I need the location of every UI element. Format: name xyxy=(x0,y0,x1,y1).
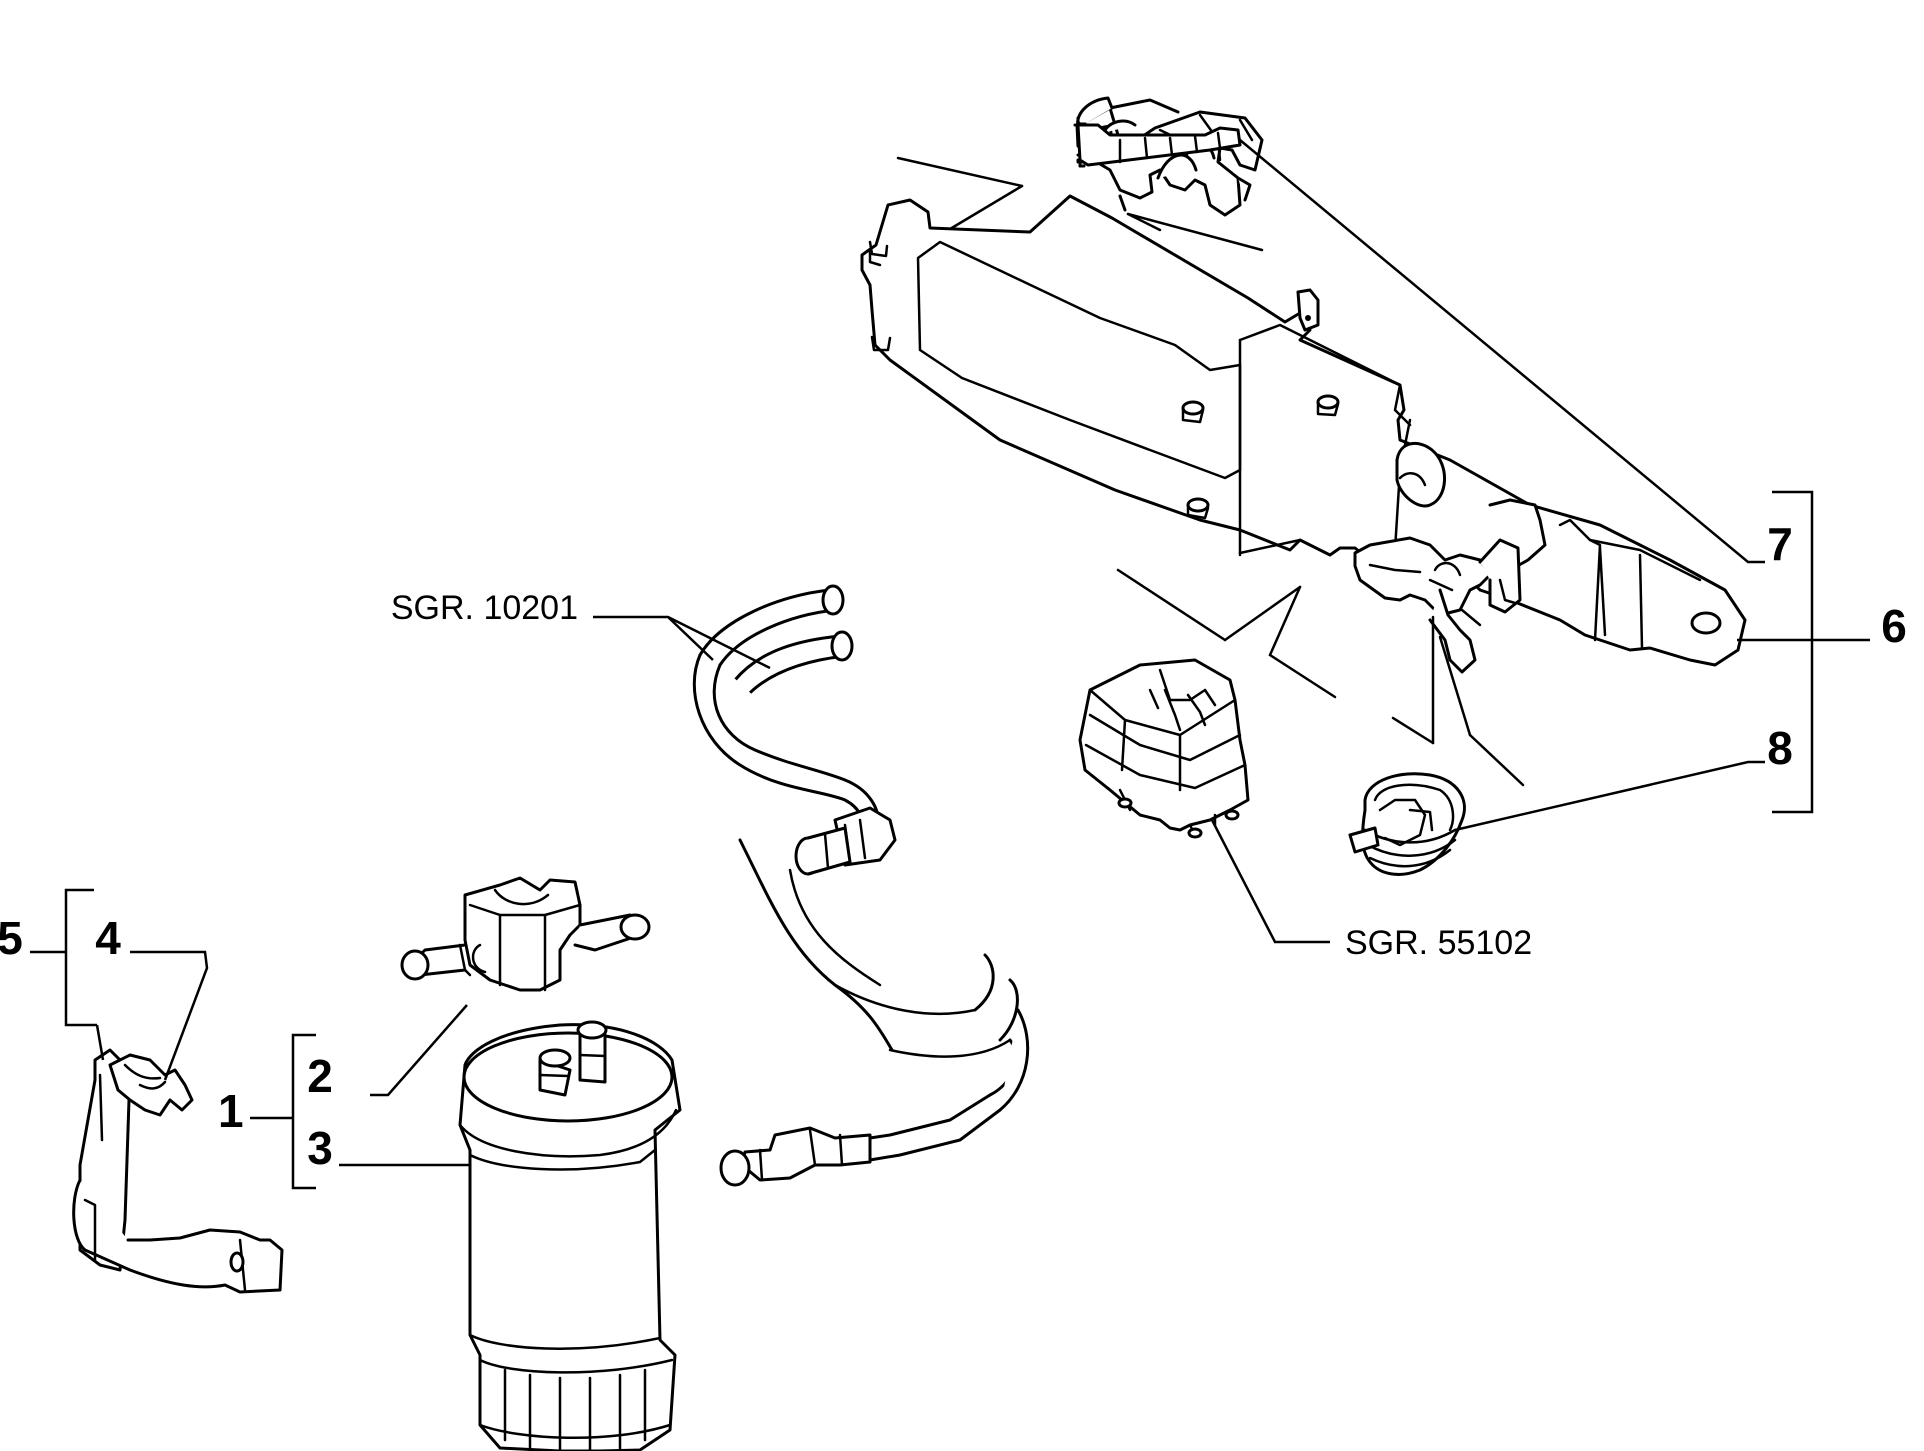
callout-4: 4 xyxy=(95,912,121,964)
reference-sgr-55102: SGR. 55102 xyxy=(1345,924,1532,962)
callout-5: 5 xyxy=(0,912,23,964)
callout-6: 6 xyxy=(1881,600,1907,652)
callout-1: 1 xyxy=(218,1085,244,1137)
leader-lines xyxy=(30,139,1870,1190)
callout-3: 3 xyxy=(307,1122,333,1174)
callout-2: 2 xyxy=(307,1050,333,1102)
callout-8: 8 xyxy=(1767,722,1793,774)
clip-part-7 xyxy=(1073,96,1264,217)
reference-sgr-10201: SGR. 10201 xyxy=(391,589,578,627)
clip-part-8 xyxy=(1348,772,1466,876)
bracket-part-5 xyxy=(72,1048,284,1294)
tee-connector-part-2 xyxy=(400,876,651,992)
bracket-plate-part-6 xyxy=(860,156,1747,787)
fuel-hoses-sgr-10201 xyxy=(692,584,1030,1187)
fuel-filter-part-3 xyxy=(458,1020,682,1451)
clip-part-4 xyxy=(108,1053,194,1117)
callout-7: 7 xyxy=(1767,518,1793,570)
module-sgr-55102 xyxy=(1078,658,1250,839)
